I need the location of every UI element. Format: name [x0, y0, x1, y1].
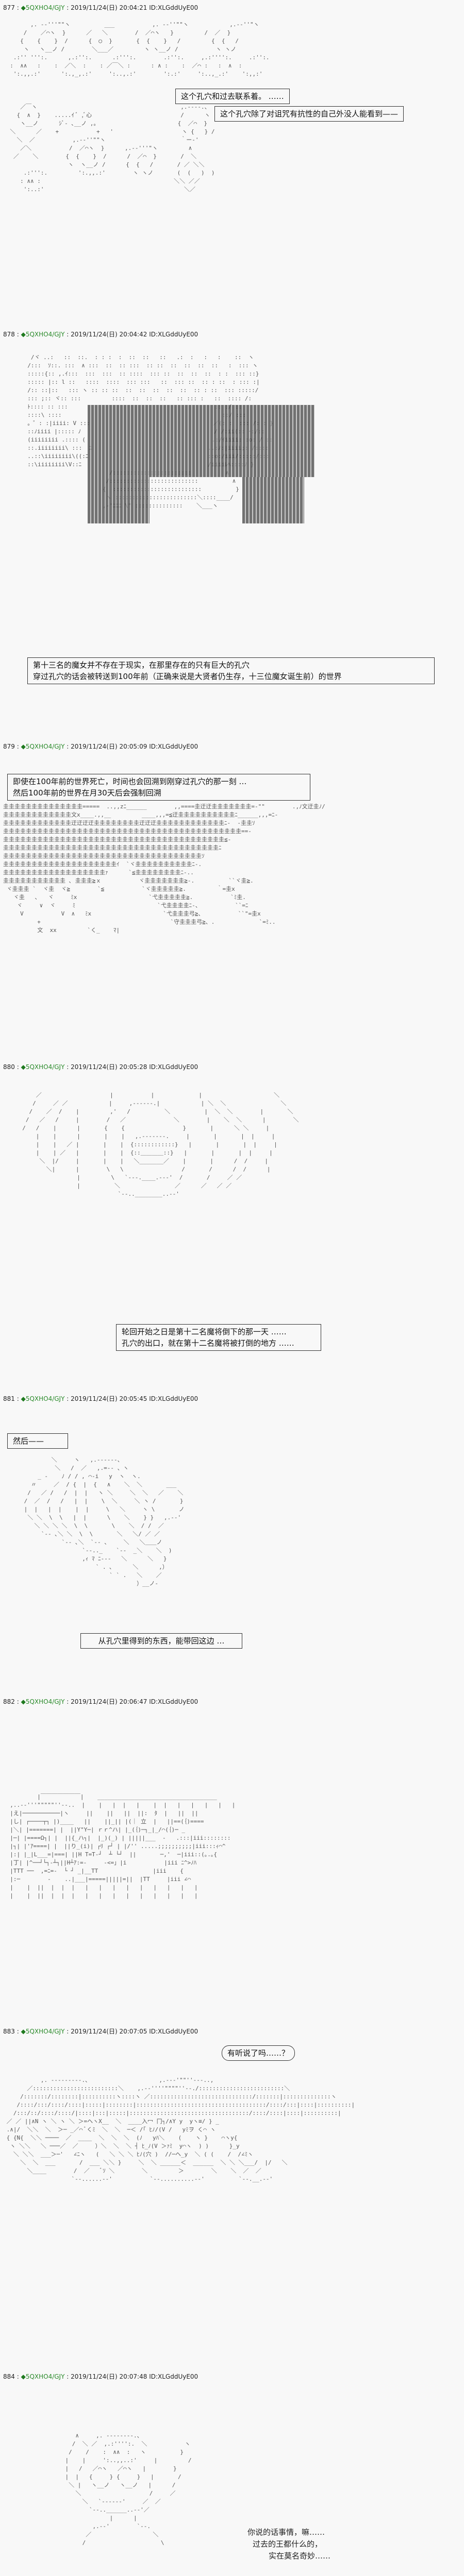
ascii-art: ＼ ヽ ,.-‐‐‐‐-、 ＼ / ／ ,.=-- 、ヽ _ ‐ ﾉ / / ,… [24, 1456, 185, 1587]
ascii-art: |￣￣￣￣￣￣￣| ______________________________… [10, 1793, 236, 1899]
post-id: ID:XLGddUyE00 [149, 743, 198, 750]
post-id: ID:XLGddUyE00 [149, 331, 198, 338]
post-datetime: 2019/11/24(日) 20:04:42 [71, 331, 147, 338]
post-datetime: 2019/11/24(日) 20:07:48 [71, 2373, 147, 2380]
post-datetime: 2019/11/24(日) 20:07:05 [71, 2028, 147, 2035]
ascii-art: /ヾ ..: :: ::. : : : : :: :: :: .: : : : … [27, 354, 273, 509]
post-number: 884 [3, 2373, 15, 2380]
author-trip[interactable]: 5QXHO4/GJY [25, 1395, 65, 1402]
dark-hatched-region [242, 477, 304, 523]
post-datetime: 2019/11/24(日) 20:05:09 [71, 743, 147, 750]
author-trip[interactable]: 5QXHO4/GJY [25, 2028, 65, 2035]
author-trip[interactable]: 5QXHO4/GJY [25, 1063, 65, 1071]
trip-diamond-icon: ◆ [21, 2028, 26, 2035]
post-number: 879 [3, 743, 15, 750]
author-trip[interactable]: 5QXHO4/GJY [25, 743, 65, 750]
author-trip[interactable]: 5QXHO4/GJY [25, 4, 65, 11]
author-trip[interactable]: 5QXHO4/GJY [25, 1698, 65, 1705]
post-id: ID:XLGddUyE00 [149, 4, 198, 11]
author-trip[interactable]: 5QXHO4/GJY [25, 331, 65, 338]
ascii-art: ／ | | | ＼ / ／ ／ | ,-‐‐‐‐-.| | ＼ ＼ ＼ / ／ … [22, 1092, 299, 1197]
trip-diamond-icon: ◆ [21, 331, 26, 338]
speech-line: 实在莫名奇妙…… [269, 2551, 331, 2561]
post-header: 877 : ◆5QXHO4/GJY : 2019/11/24(日) 20:04:… [3, 4, 198, 11]
trip-diamond-icon: ◆ [21, 1698, 26, 1705]
caption-box: 从孔穴里得到的东西，能带回这边 … [80, 1633, 242, 1649]
post-number: 878 [3, 331, 15, 338]
ascii-art: ∧ ,. -‐‐‐‐‐‐-.、 / ＼ ／ ,.:'''':. ＼ ヽ / / … [65, 2432, 192, 2546]
author-trip[interactable]: 5QXHO4/GJY [25, 2373, 65, 2380]
post-datetime: 2019/11/24(日) 20:06:47 [71, 1698, 147, 1705]
post-header: 882 : ◆5QXHO4/GJY : 2019/11/24(日) 20:06:… [3, 1698, 198, 1705]
dark-hatched-region [88, 477, 150, 523]
post-header: 878 : ◆5QXHO4/GJY : 2019/11/24(日) 20:04:… [3, 331, 198, 338]
post-id: ID:XLGddUyE00 [149, 1698, 198, 1705]
post-number: 877 [3, 4, 15, 11]
caption-box: 然后—— [7, 1433, 68, 1449]
post-id: ID:XLGddUyE00 [149, 2028, 198, 2035]
post-header: 883 : ◆5QXHO4/GJY : 2019/11/24(日) 20:07:… [3, 2028, 198, 2035]
ascii-art: ,. -‐‐‐‐‐‐‐-.、 ,.-‐‐'""''‐‐-.., ／:::::::… [6, 2077, 355, 2182]
caption-box: 这个孔穴和过去联系着。 …… [175, 89, 290, 104]
post-id: ID:XLGddUyE00 [149, 2373, 198, 2380]
trip-diamond-icon: ◆ [21, 2373, 26, 2380]
post-header: 881 : ◆5QXHO4/GJY : 2019/11/24(日) 20:05:… [3, 1395, 198, 1402]
caption-box: 这个孔穴除了对诅咒有抗性的自己外没人能看到—— [214, 106, 404, 122]
post-header: 884 : ◆5QXHO4/GJY : 2019/11/24(日) 20:07:… [3, 2373, 198, 2380]
post-number: 881 [3, 1395, 15, 1402]
trip-diamond-icon: ◆ [21, 1395, 26, 1402]
post-header: 879 : ◆5QXHO4/GJY : 2019/11/24(日) 20:05:… [3, 743, 198, 750]
post-number: 882 [3, 1698, 15, 1705]
speech-line: 你说的话事情，嘛…… [247, 2528, 325, 2537]
caption-box: 即使在100年前的世界死亡，时间也会回溯到刚穿过孔穴的那一刻 … 然后100年前… [7, 774, 310, 801]
dark-hatched-region [88, 405, 314, 477]
post-datetime: 2019/11/24(日) 20:05:45 [71, 1395, 147, 1402]
post-number: 883 [3, 2028, 15, 2035]
post-id: ID:XLGddUyE00 [149, 1395, 198, 1402]
caption-box: 轮回开始之日是第十二名魔将倒下的那一天 …… 孔穴的出口，就在第十二名魔将被打倒… [116, 1324, 321, 1351]
post-number: 880 [3, 1063, 15, 1071]
speech-line: 过去的王都什么的， [253, 2539, 323, 2549]
post-header: 880 : ◆5QXHO4/GJY : 2019/11/24(日) 20:05:… [3, 1063, 198, 1071]
trip-diamond-icon: ◆ [21, 743, 26, 750]
ascii-art: ,. -‐'''""ヽ ___ ,. -‐''""ヽ ,.-‐''"ヽ / ／⌒… [10, 21, 270, 193]
caption-box: 第十三名的魔女并不存在于现实，在那里存在的只有巨大的孔穴 穿过孔穴的话会被转送到… [27, 657, 435, 684]
trip-diamond-icon: ◆ [21, 4, 26, 11]
post-datetime: 2019/11/24(日) 20:04:21 [71, 4, 147, 11]
ascii-art: 圭圭圭圭圭圭圭圭圭圭圭圭圭圭===== ..,,zﾆ______ ,,====圭… [3, 803, 325, 934]
trip-diamond-icon: ◆ [21, 1063, 26, 1071]
post-datetime: 2019/11/24(日) 20:05:28 [71, 1063, 147, 1071]
caption-box: 有听说了吗……？ [222, 2045, 295, 2061]
post-id: ID:XLGddUyE00 [149, 1063, 198, 1071]
